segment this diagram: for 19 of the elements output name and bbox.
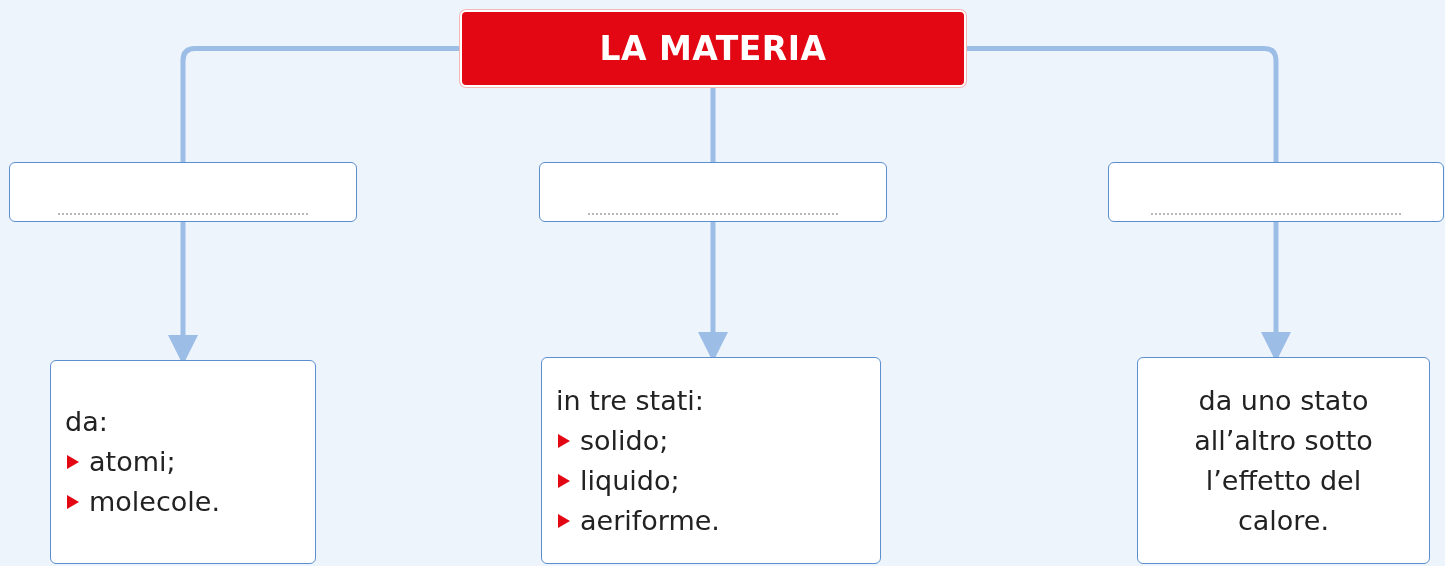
node-text: da uno stato all’altro sotto l’effetto del calore. [1193, 383, 1374, 538]
list-item: liquido; [580, 463, 680, 498]
connector-line [710, 87, 716, 162]
text-box [1137, 357, 1430, 564]
title-box [460, 10, 966, 87]
list-item: aeriforme. [580, 503, 720, 538]
connector-line [966, 46, 1279, 162]
answer-box [1108, 162, 1444, 222]
text-box [50, 360, 316, 564]
answer-box [539, 162, 887, 222]
list-item: atomi; [89, 445, 176, 479]
node-text: in tre stati: [556, 383, 704, 418]
list-item: solido; [580, 423, 669, 458]
node-text: da: [65, 405, 108, 439]
title-text: LA MATERIA [599, 29, 827, 68]
list-item: molecole. [89, 485, 220, 519]
text-box [541, 357, 881, 564]
connector-line [180, 46, 460, 162]
answer-box [9, 162, 357, 222]
